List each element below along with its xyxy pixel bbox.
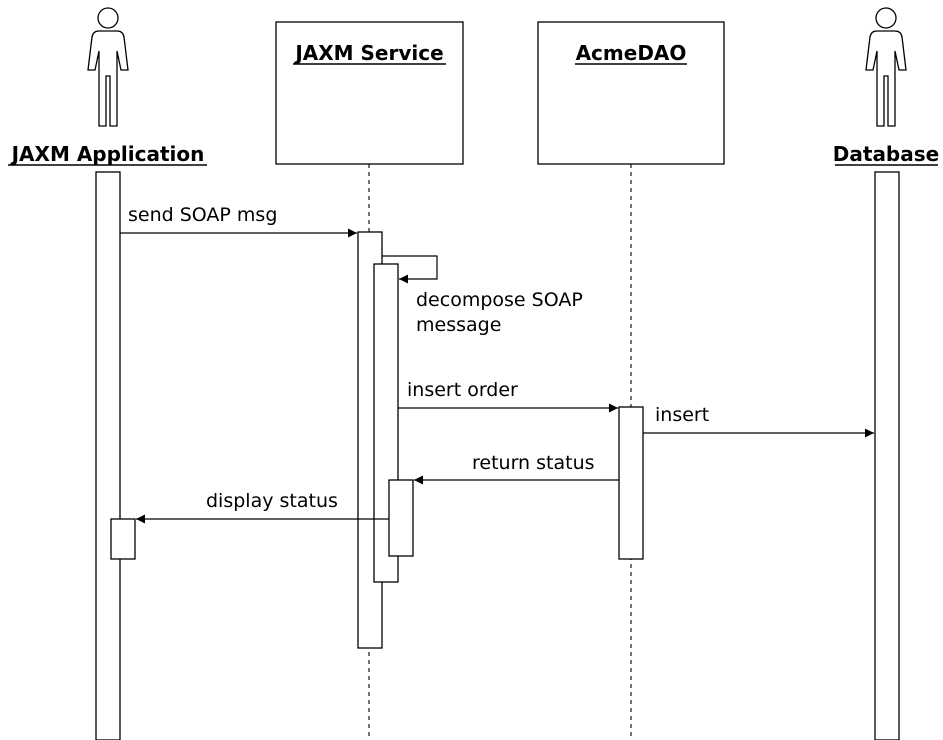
message-label-return-status: return status — [472, 452, 595, 474]
message-label-send-soap-msg: send SOAP msg — [128, 204, 277, 226]
message-label-decompose-line1: decompose SOAP — [416, 289, 583, 311]
activation-bar-jaxm-application — [95, 171, 121, 740]
actor-icon-database — [865, 7, 907, 127]
message-label-decompose-line2: message — [416, 314, 501, 336]
participant-label-jaxm-application: JAXM Application — [10, 142, 205, 166]
participant-label-jaxm-service: JAXM Service — [293, 41, 443, 65]
activation-bar-acme-dao — [618, 406, 644, 560]
activation-bar-database — [874, 171, 900, 740]
participant-box-acme-dao — [537, 21, 725, 165]
activation-bar-jaxm-service-inner — [388, 479, 414, 557]
message-arrow-decompose-self-call — [382, 255, 438, 284]
participant-box-jaxm-service — [275, 21, 464, 165]
message-label-display-status: display status — [206, 490, 338, 512]
participant-label-database: Database — [833, 142, 939, 166]
message-label-insert-order: insert order — [407, 379, 518, 401]
actor-icon-jaxm-application — [87, 7, 129, 127]
message-label-insert: insert — [655, 404, 709, 426]
activation-bar-jaxm-application-return — [110, 518, 136, 560]
participant-label-acme-dao: AcmeDAO — [576, 41, 687, 65]
